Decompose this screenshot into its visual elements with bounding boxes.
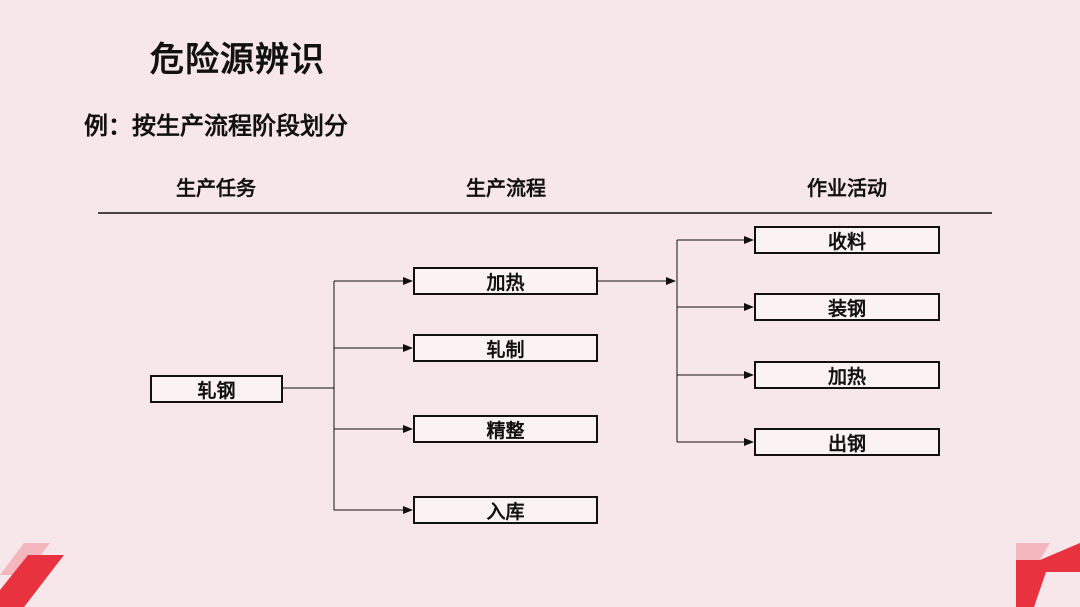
slide-subtitle: 例：按生产流程阶段划分: [84, 112, 348, 140]
process-node: 加热: [413, 267, 598, 295]
column-header-task: 生产任务: [176, 176, 256, 200]
activity-node: 装钢: [754, 293, 940, 321]
process-node: 精整: [413, 415, 598, 443]
corner-decor-left: [0, 543, 64, 607]
activity-node: 出钢: [754, 428, 940, 456]
task-node: 轧钢: [150, 375, 283, 403]
activity-node: 加热: [754, 361, 940, 389]
corner-decor-right: [1016, 543, 1080, 607]
column-header-process: 生产流程: [466, 176, 546, 200]
process-node: 轧制: [413, 334, 598, 362]
activity-node: 收料: [754, 226, 940, 254]
slide-title: 危险源辨识: [150, 40, 325, 80]
column-header-activity: 作业活动: [807, 176, 887, 200]
process-node: 入库: [413, 496, 598, 524]
